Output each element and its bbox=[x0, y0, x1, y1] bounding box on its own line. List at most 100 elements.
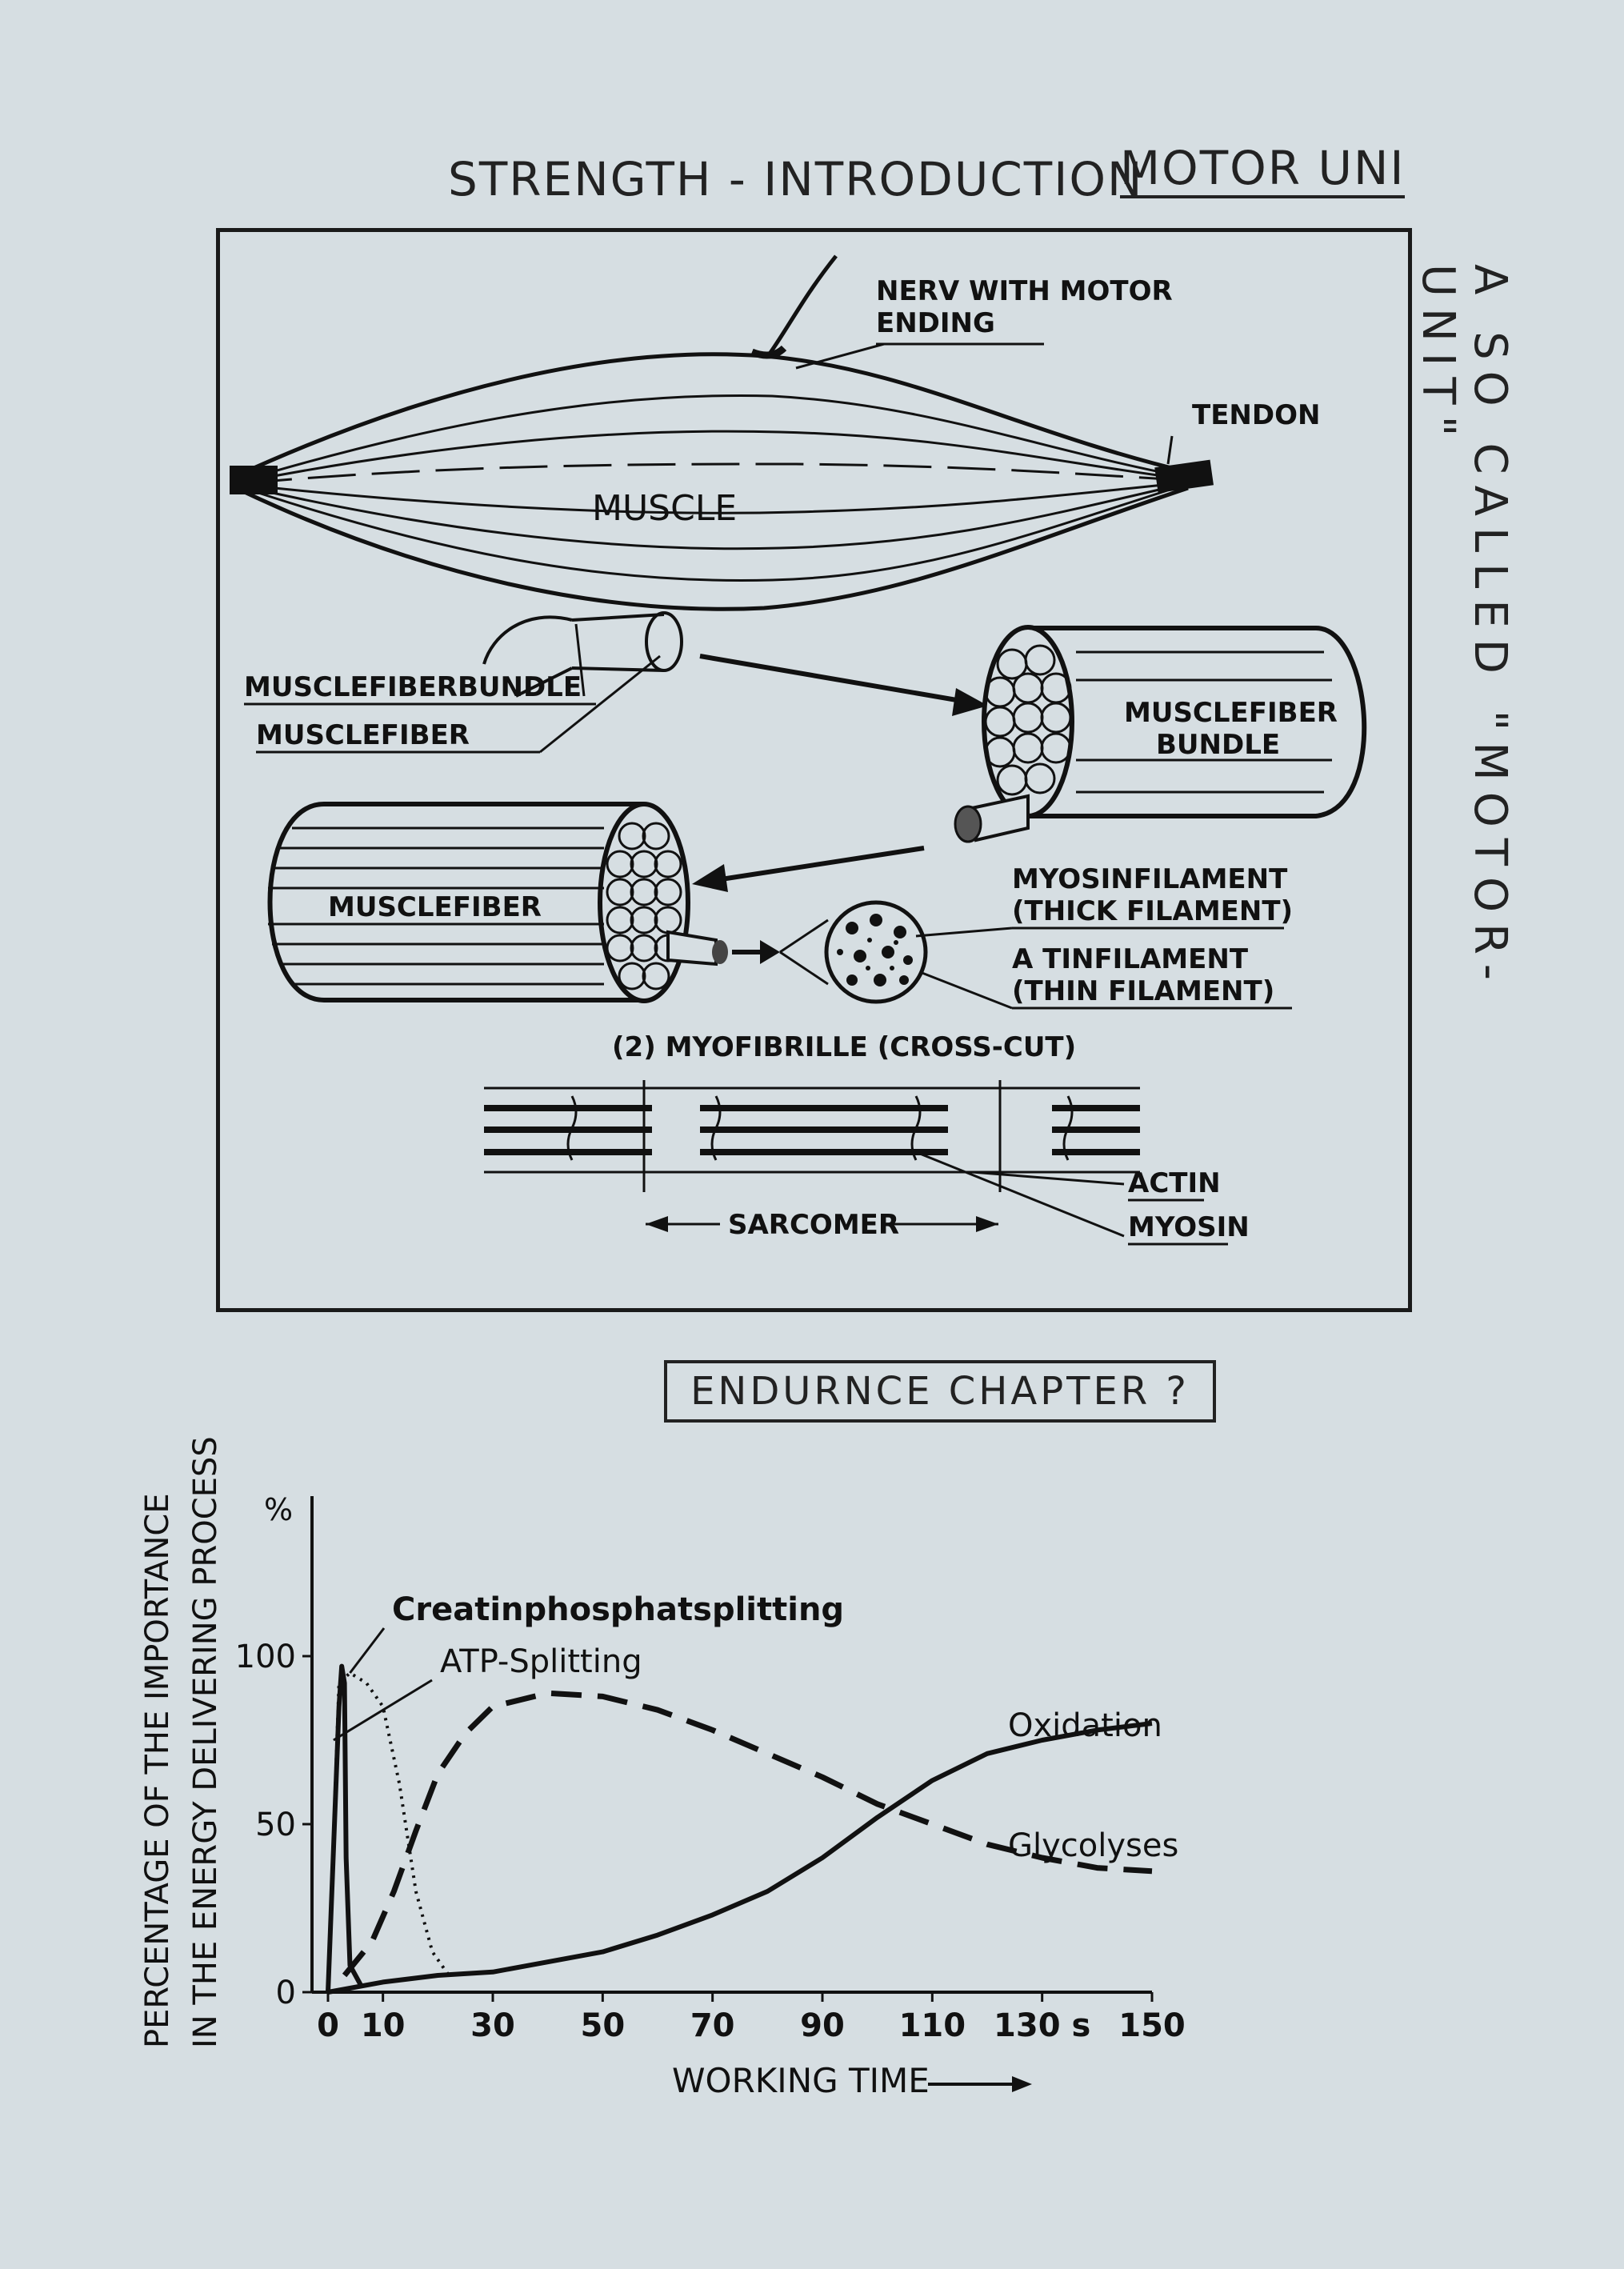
label-thick-filament: (THICK FILAMENT) bbox=[1012, 895, 1293, 927]
label-fiber-bundle-left: MUSCLEFIBERBUNDLE bbox=[244, 671, 582, 703]
label-myosin-filament: MYOSINFILAMENT bbox=[1012, 863, 1288, 895]
x-axis-label: WORKING TIME bbox=[672, 2061, 930, 2100]
muscle-fiber-line bbox=[243, 483, 1181, 550]
sarcomere-diagram bbox=[484, 1080, 1140, 1192]
label-thin-filament: (THIN FILAMENT) bbox=[1012, 975, 1274, 1007]
stub-line bbox=[571, 666, 665, 672]
motor-unit-illustration: NERV WITH MOTOR ENDING TENDON MUSCLE MUS… bbox=[230, 254, 1367, 1246]
cross-pointer bbox=[779, 918, 829, 954]
bundle-cylinder bbox=[1028, 626, 1367, 818]
x-tick-label: 90 bbox=[800, 2007, 845, 2044]
nerve-pointer bbox=[795, 342, 885, 370]
y-axis-label-line2: IN THE ENERGY DELIVERING PROCESS bbox=[187, 1436, 224, 2048]
muscle-fiber-line bbox=[243, 430, 1181, 483]
muscle-fiber-line bbox=[243, 462, 1181, 485]
y-axis-unit: % bbox=[264, 1492, 293, 1527]
label-nerve: NERV WITH MOTOR bbox=[876, 275, 1173, 307]
muscle-fiber-line bbox=[243, 485, 1181, 582]
y-tick-label: 50 bbox=[255, 1807, 296, 1843]
x-tick-label: 110 bbox=[899, 2007, 966, 2044]
x-tick-label: 70 bbox=[690, 2007, 735, 2044]
stub-bg bbox=[316, 632, 664, 688]
side-annotation-text: A SO CALLED "MOTOR-UNIT" bbox=[1412, 264, 1516, 991]
page-header: STRENGTH - INTRODUCTION MOTOR UNI bbox=[448, 141, 1406, 206]
x-tick-label: 50 bbox=[580, 2007, 625, 2044]
arrowhead bbox=[976, 1216, 998, 1232]
series-line-atp-splitting bbox=[326, 1663, 363, 1993]
arrowhead bbox=[1012, 2076, 1032, 2092]
label-bundle: MUSCLEFIBER bbox=[1124, 697, 1338, 729]
arrowhead bbox=[760, 940, 780, 964]
actin-pointer bbox=[971, 1171, 1125, 1186]
x-tick-label: 30 bbox=[470, 2007, 515, 2044]
series-line-creatinphosphatsplitting bbox=[326, 1671, 450, 1993]
label-myofibrille: (2) MYOFIBRILLE (CROSS-CUT) bbox=[612, 1031, 1076, 1063]
tendon-right bbox=[1154, 459, 1214, 494]
series-line-glycolyses bbox=[342, 1690, 1153, 1978]
arrow-to-fiber bbox=[715, 846, 925, 882]
arrowhead bbox=[646, 1216, 668, 1232]
muscle-fiber-line bbox=[243, 482, 1181, 514]
label-bg bbox=[720, 1202, 888, 1242]
x-tick-label: 130 s bbox=[994, 2007, 1090, 2044]
series-label: Glycolyses bbox=[1008, 1827, 1178, 1864]
chapter-note: ENDURNCE CHAPTER ? bbox=[690, 1369, 1190, 1414]
energy-chart-svg: PERCENTAGE OF THE IMPORTANCE IN THE ENER… bbox=[139, 1436, 1186, 2100]
x-tick-label: 10 bbox=[361, 2007, 406, 2044]
y-axis-label-line1: PERCENTAGE OF THE IMPORTANCE bbox=[139, 1493, 176, 2048]
label-sarcomer: SARCOMER bbox=[728, 1209, 899, 1241]
y-tick-label: 0 bbox=[276, 1975, 296, 2011]
label-tendon: TENDON bbox=[1192, 399, 1320, 431]
label-bundle-2: BUNDLE bbox=[1156, 729, 1280, 761]
actin-pointer bbox=[919, 970, 1013, 1010]
label-muscle: MUSCLE bbox=[592, 488, 737, 529]
arrowhead bbox=[692, 864, 728, 892]
label-nerve-ending: ENDING bbox=[876, 307, 995, 339]
pointer-line bbox=[574, 623, 586, 697]
fiber-lines bbox=[268, 826, 604, 986]
fiber-end bbox=[598, 802, 690, 1003]
x-tick-label: 150 bbox=[1118, 2007, 1186, 2044]
muscle-fiber-line bbox=[243, 394, 1181, 482]
stub-outline bbox=[482, 615, 573, 665]
stub-outline bbox=[515, 666, 573, 698]
series-label: Oxidation bbox=[1008, 1707, 1162, 1744]
tendon-left bbox=[230, 466, 278, 494]
stub-line bbox=[571, 613, 665, 622]
myofibril-stub bbox=[666, 930, 718, 966]
x-tick-label: 0 bbox=[317, 2007, 339, 2044]
header-motor-note: MOTOR UNI bbox=[1120, 141, 1406, 198]
y-tick-label: 100 bbox=[235, 1639, 296, 1675]
fiber-cylinder bbox=[267, 802, 644, 1002]
bundle-cells bbox=[984, 644, 1072, 796]
bundle-lines bbox=[1076, 650, 1332, 794]
series-line-oxidation bbox=[327, 1721, 1153, 1995]
side-annotation: A SO CALLED "MOTOR-UNIT" bbox=[1412, 264, 1516, 1080]
muscle-top-outline bbox=[234, 352, 1189, 478]
label-actin: ACTIN bbox=[1128, 1167, 1221, 1199]
label-actin-filament: A TINFILAMENT bbox=[1012, 943, 1249, 975]
myosin-pointer bbox=[915, 1151, 1125, 1238]
series-label: ATP-Splitting bbox=[440, 1643, 642, 1680]
pointer-line bbox=[539, 654, 661, 754]
nerve-line bbox=[766, 254, 838, 358]
arrowhead bbox=[952, 688, 988, 716]
muscle-bottom-outline bbox=[234, 486, 1189, 611]
series-label-pointer bbox=[333, 1679, 433, 1742]
cross-pointer bbox=[779, 950, 829, 986]
myosin-pointer bbox=[915, 926, 1013, 938]
label-myosin: MYOSIN bbox=[1128, 1211, 1250, 1243]
chart-plot-area: 0 10 30 50 70 90 110 130 s 150 0 50 100 ATP-Splittin… bbox=[235, 1496, 1186, 2044]
label-musclefiber-left: MUSCLEFIBER bbox=[256, 719, 470, 751]
series-label-pointer bbox=[349, 1627, 386, 1674]
motor-unit-diagram: NERV WITH MOTOR ENDING TENDON MUSCLE MUS… bbox=[216, 228, 1412, 1312]
chapter-note-box: ENDURNCE CHAPTER ? bbox=[664, 1360, 1216, 1423]
cross-cut-dots bbox=[837, 914, 913, 986]
label-musclefiber-mid: MUSCLEFIBER bbox=[328, 891, 542, 923]
header-title: STRENGTH - INTRODUCTION bbox=[448, 152, 1144, 206]
myofibril-end bbox=[712, 940, 728, 964]
cut-fiber-end bbox=[954, 805, 982, 843]
tendon-pointer bbox=[1166, 435, 1174, 465]
energy-chart: PERCENTAGE OF THE IMPORTANCE IN THE ENER… bbox=[120, 1344, 1200, 2112]
